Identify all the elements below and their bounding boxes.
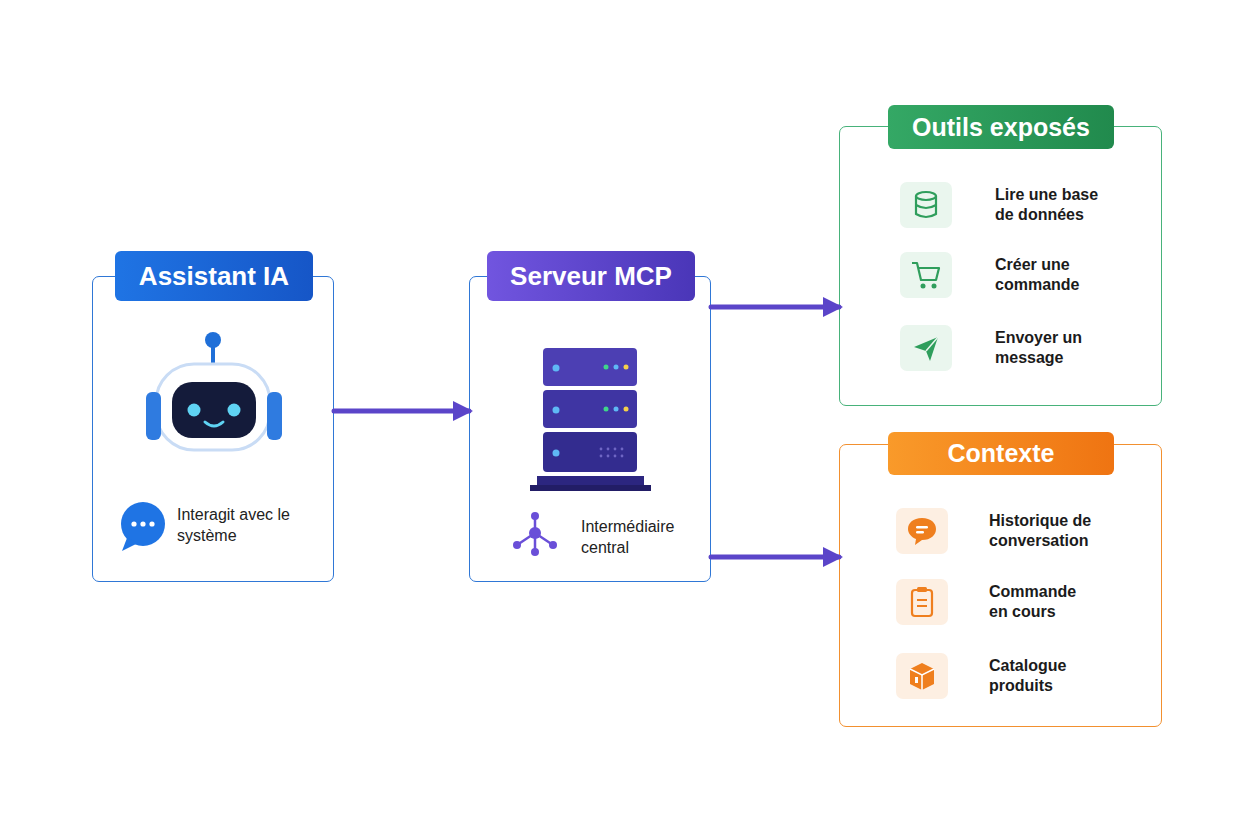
item-label: Envoyer un message	[995, 328, 1113, 368]
tool-item: Envoyer un message	[900, 325, 1150, 371]
item-icon	[896, 508, 948, 554]
item-icon	[900, 182, 952, 228]
box-heading: Contexte	[888, 432, 1114, 475]
box-description: Intermédiaire central	[581, 516, 691, 558]
item-icon	[900, 252, 952, 298]
item-label: Créer une commande	[995, 255, 1113, 295]
box-description: Interagit avec le système	[177, 504, 317, 546]
flow-arrow	[334, 409, 469, 414]
tool-item: Créer une commande	[900, 252, 1150, 298]
server-illustration	[530, 348, 651, 491]
box-heading: Serveur MCP	[487, 251, 695, 301]
robot-illustration	[146, 332, 282, 450]
context-item: Catalogue produits	[896, 653, 1146, 699]
item-label: Catalogue produits	[989, 656, 1107, 696]
item-icon	[896, 653, 948, 699]
flow-arrow	[711, 305, 839, 310]
chat-icon	[121, 502, 165, 551]
flow-arrow	[711, 555, 839, 560]
context-item: Historique de conversation	[896, 508, 1146, 554]
context-item: Commande en cours	[896, 579, 1146, 625]
network-icon	[513, 512, 557, 556]
item-label: Commande en cours	[989, 582, 1089, 622]
item-icon	[900, 325, 952, 371]
tools-box: Outils exposésLire une base de donnéesCr…	[839, 126, 1162, 406]
item-label: Lire une base de données	[995, 185, 1113, 225]
box-heading: Assistant IA	[115, 251, 313, 301]
box-heading: Outils exposés	[888, 105, 1114, 149]
server-box: Serveur MCPIntermédiaire central	[469, 276, 711, 582]
item-icon	[896, 579, 948, 625]
agent-box: Assistant IAInteragit avec le système	[92, 276, 334, 582]
context-box: ContexteHistorique de conversationComman…	[839, 444, 1162, 727]
item-label: Historique de conversation	[989, 511, 1114, 551]
tool-item: Lire une base de données	[900, 182, 1150, 228]
